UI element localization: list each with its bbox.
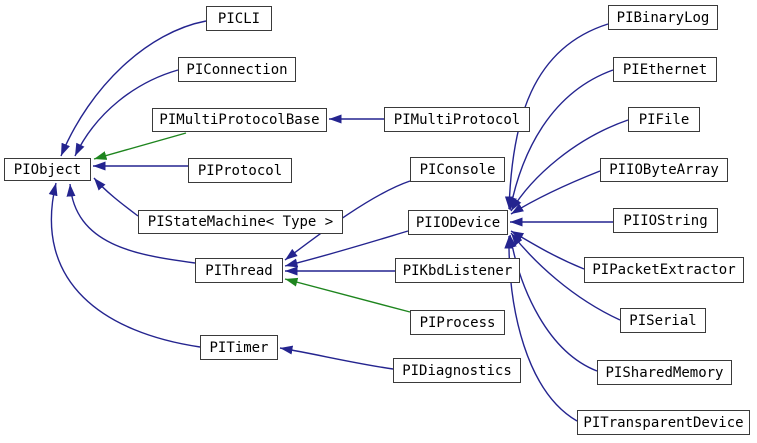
class-node-PIProcess[interactable]: PIProcess: [410, 310, 505, 335]
edge-PIIODevice-to-PIThread: [284, 230, 409, 268]
edge-PIMultiProtocolBase-to-PIObject: [93, 132, 187, 160]
edge-PIFile-to-PIIODevice: [510, 119, 629, 212]
edge-PIThread-to-PIObject: [66, 183, 196, 264]
class-node-PIThread[interactable]: PIThread: [195, 258, 283, 283]
edge-PIIOByteArray-to-PIIODevice: [510, 170, 601, 215]
edge-PISerial-to-PIIODevice: [510, 232, 621, 321]
class-node-PIMultiProtocolBase[interactable]: PIMultiProtocolBase: [152, 108, 327, 132]
class-node-PIConsole[interactable]: PIConsole: [410, 157, 505, 182]
class-node-PIBinaryLog[interactable]: PIBinaryLog: [608, 5, 718, 30]
class-node-PITransparentDevice[interactable]: PITransparentDevice: [577, 410, 750, 435]
edge-PICLI-to-PIObject: [60, 20, 207, 157]
class-node-PIIOByteArray[interactable]: PIIOByteArray: [600, 158, 728, 182]
class-node-PIConnection[interactable]: PIConnection: [178, 57, 296, 82]
edge-PIStateMachine-to-PIObject: [93, 177, 139, 217]
class-node-PIEthernet[interactable]: PIEthernet: [613, 57, 717, 82]
class-node-PISharedMemory[interactable]: PISharedMemory: [597, 360, 732, 385]
edge-PIBinaryLog-to-PIIODevice: [504, 23, 609, 210]
class-node-PIProtocol[interactable]: PIProtocol: [188, 158, 292, 183]
edge-PIConnection-to-PIObject: [74, 69, 179, 157]
class-node-PIFile[interactable]: PIFile: [628, 107, 700, 132]
class-node-PIDiagnostics[interactable]: PIDiagnostics: [393, 358, 521, 383]
edge-PITimer-to-PIObject: [48, 182, 201, 348]
edge-PISharedMemory-to-PIIODevice: [507, 234, 598, 372]
edge-PIPacketExtractor-to-PIIODevice: [510, 230, 585, 270]
class-node-PIMultiProtocol[interactable]: PIMultiProtocol: [384, 107, 530, 132]
edge-PIConsole-to-PIThread: [284, 180, 411, 261]
class-node-PISerial[interactable]: PISerial: [620, 308, 706, 333]
edge-PIEthernet-to-PIIODevice: [508, 69, 614, 211]
edge-PIProcess-to-PIThread: [284, 277, 411, 313]
class-node-PIStateMachine[interactable]: PIStateMachine< Type >: [138, 210, 343, 234]
edge-PIDiagnostics-to-PITimer: [279, 345, 394, 370]
class-node-PIKbdListener[interactable]: PIKbdListener: [395, 258, 520, 283]
class-node-PICLI[interactable]: PICLI: [206, 6, 272, 31]
class-node-PIIOString[interactable]: PIIOString: [613, 208, 718, 233]
class-node-PIPacketExtractor[interactable]: PIPacketExtractor: [584, 257, 744, 283]
class-node-PIIODevice[interactable]: PIIODevice: [408, 210, 508, 235]
class-node-PITimer[interactable]: PITimer: [200, 335, 278, 360]
class-node-PIObject[interactable]: PIObject: [4, 158, 91, 181]
